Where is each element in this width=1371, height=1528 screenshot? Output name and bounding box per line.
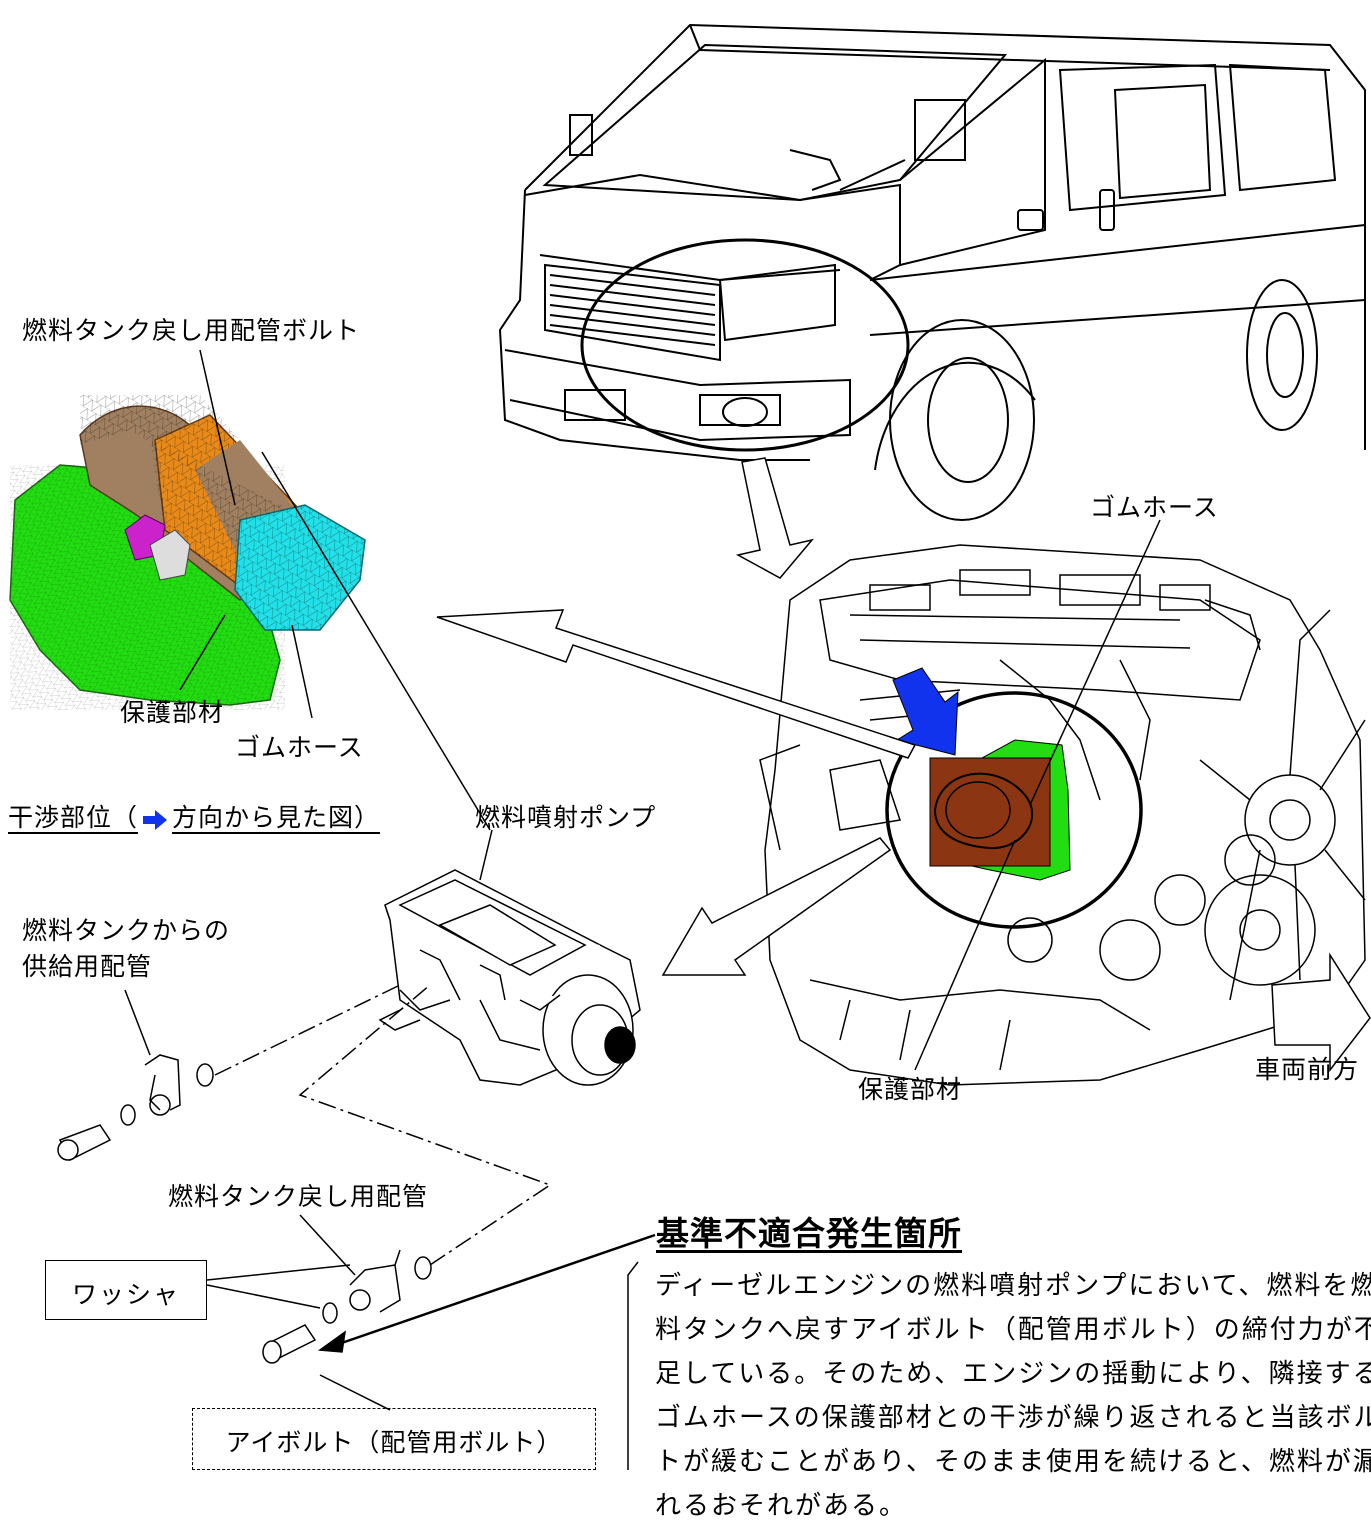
- label-view-direction: 干渉部位（ 方向から見た図）: [8, 803, 380, 833]
- pump-drawing: [378, 869, 641, 1086]
- washer-label: ワッシャ: [71, 1280, 180, 1309]
- notice-heading: 基準不適合発生箇所: [656, 1214, 962, 1253]
- label-protector-right: 保護部材: [858, 1075, 963, 1104]
- engine-to-mesh-arrow: [436, 609, 917, 759]
- label-return-pipe: 燃料タンク戻し用配管: [168, 1182, 429, 1211]
- van-to-engine-arrow: [735, 457, 815, 579]
- recall-diagram: [0, 23, 1371, 1470]
- engine-to-pump-arrow: [661, 837, 892, 976]
- engine-pump-highlight: [929, 739, 1071, 881]
- view-prefix: 干渉部位（: [8, 803, 139, 832]
- eyebolt-callout: アイボルト（配管用ボルト）: [192, 1408, 596, 1470]
- label-bolt-return: 燃料タンク戻し用配管ボルト: [22, 316, 361, 345]
- label-supply-line-1: 燃料タンクからの: [22, 916, 231, 945]
- notice-line: ゴムホースの保護部材との干渉が繰り返されると当該ボル: [655, 1403, 1371, 1433]
- view-suffix: 方向から見た図）: [172, 803, 381, 832]
- view-arrow-icon: [143, 809, 168, 830]
- vehicle-front-arrow: [1271, 952, 1371, 1073]
- label-fuel-pump: 燃料噴射ポンプ: [475, 803, 657, 832]
- notice-line: ディーゼルエンジンの燃料噴射ポンプにおいて、燃料を燃: [655, 1271, 1371, 1301]
- label-vehicle-front: 車両前方: [1255, 1055, 1360, 1084]
- notice-line: トが緩むことがあり、そのまま使用を続けると、燃料が漏: [655, 1447, 1371, 1477]
- notice-description: ディーゼルエンジンの燃料噴射ポンプにおいて、燃料を燃 料タンクへ戻すアイボルト（…: [655, 1264, 1371, 1528]
- notice-line: 足している。そのため、エンジンの揺動により、隣接する: [655, 1359, 1371, 1389]
- eyebolt-label: アイボルト（配管用ボルト）: [225, 1428, 563, 1457]
- washer-callout: ワッシャ: [45, 1260, 207, 1320]
- label-protector-left: 保護部材: [120, 698, 225, 727]
- engine-drawing: [759, 544, 1366, 1086]
- exploded-parts: [57, 984, 656, 1470]
- notice-line: れるおそれがある。: [655, 1491, 908, 1521]
- van-drawing: [498, 23, 1366, 521]
- label-hose-right: ゴムホース: [1090, 493, 1219, 522]
- leaders-engine: [479, 519, 1161, 1071]
- mesh-view: [0, 349, 491, 831]
- label-supply-line-2: 供給用配管: [22, 952, 153, 981]
- direction-arrow-icon: [892, 667, 959, 756]
- label-hose-left: ゴムホース: [235, 733, 364, 762]
- notice-line: 料タンクへ戻すアイボルト（配管用ボルト）の締付力が不: [655, 1315, 1371, 1345]
